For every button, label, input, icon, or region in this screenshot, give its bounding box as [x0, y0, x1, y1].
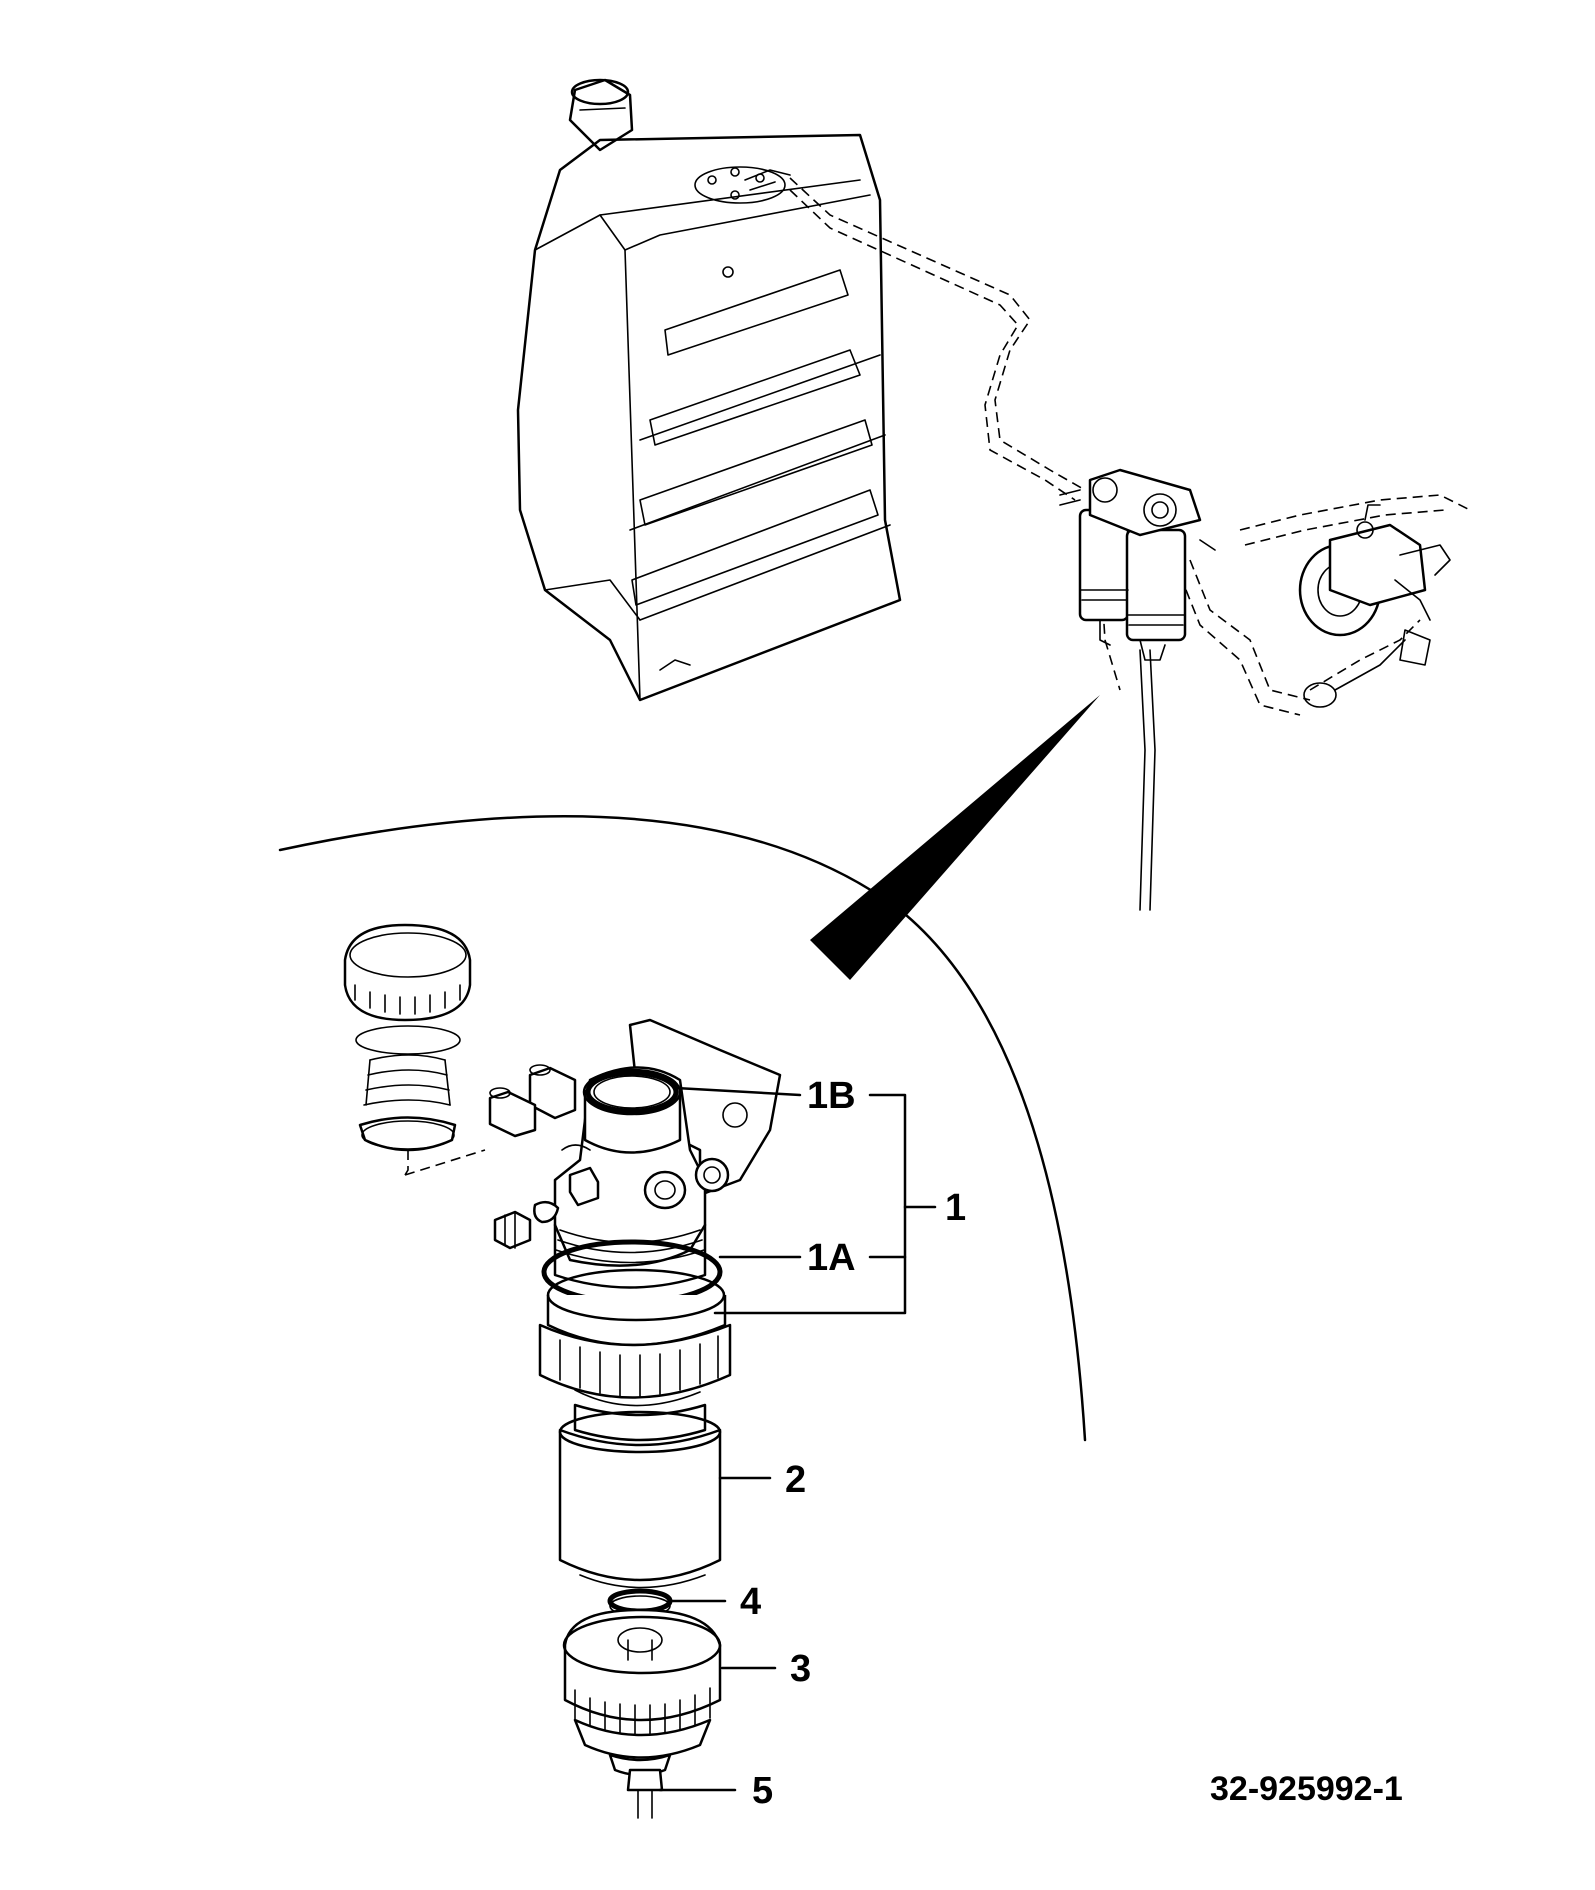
- fuel-tank: [516, 78, 902, 702]
- filter-element: [558, 1403, 722, 1589]
- callout-1a: 1A: [807, 1237, 856, 1279]
- drain-tap: [626, 1768, 664, 1819]
- filter-head: [488, 1018, 782, 1407]
- fuel-lines: [789, 177, 1471, 911]
- callout-3: 3: [790, 1648, 811, 1690]
- water-bowl: [562, 1608, 722, 1777]
- drawing-number: 32-925992-1: [1210, 1770, 1403, 1808]
- callout-4: 4: [740, 1581, 761, 1623]
- callout-5: 5: [752, 1770, 773, 1812]
- callout-1b: 1B: [807, 1075, 856, 1117]
- callout-2: 2: [785, 1459, 806, 1501]
- seal-ring-4: [607, 1588, 673, 1614]
- o-ring-1b: [585, 1070, 679, 1114]
- engine-pump: [1298, 504, 1451, 708]
- primer-cap-spring: [343, 923, 486, 1176]
- callout-1: 1: [945, 1187, 966, 1229]
- leader-lines: [658, 1086, 937, 1792]
- detail-pointer: [810, 695, 1100, 980]
- detail-boundary-arc: [278, 815, 1087, 1442]
- filter-assembly-small: [1059, 468, 1216, 661]
